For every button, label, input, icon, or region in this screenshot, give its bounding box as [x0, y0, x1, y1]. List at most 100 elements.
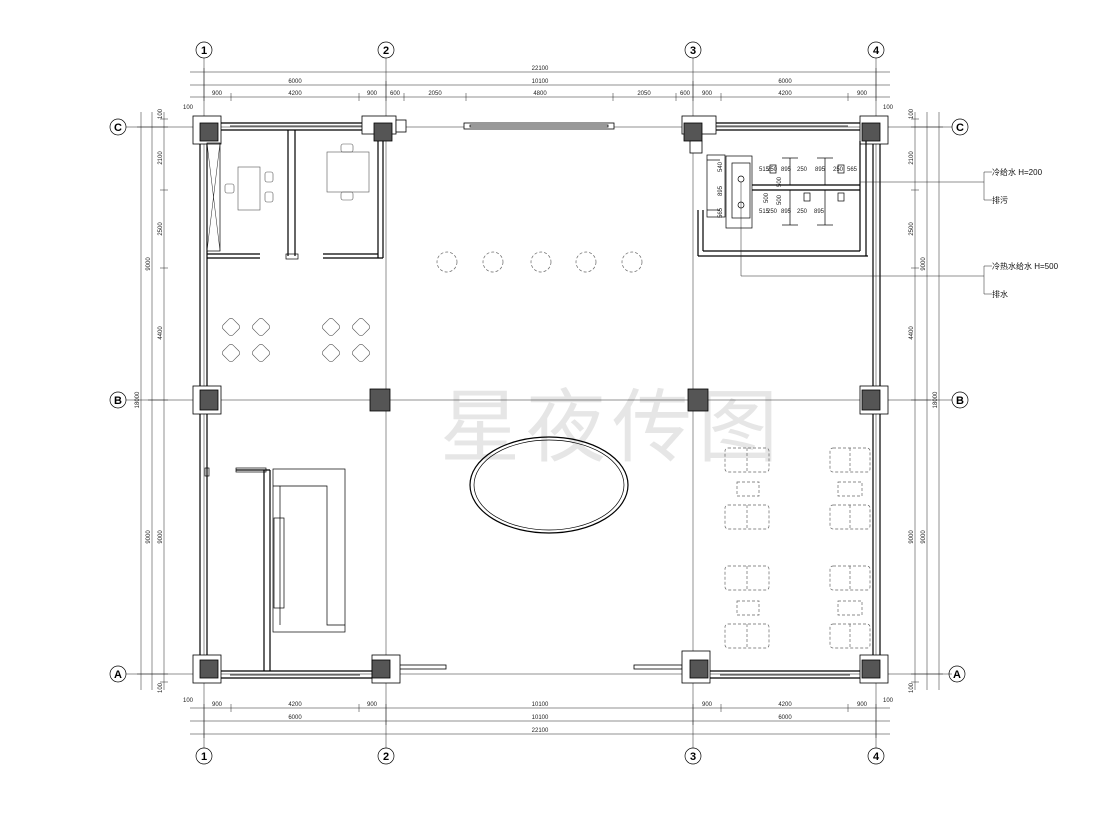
lounge-chairs [222, 318, 370, 362]
axis-2-top: 2 [383, 45, 389, 57]
svg-text:100: 100 [183, 698, 194, 704]
svg-text:100: 100 [883, 105, 894, 111]
dim-top-detail: 600 [680, 91, 691, 97]
axis-3-top: 3 [690, 45, 696, 57]
svg-text:895: 895 [814, 209, 825, 215]
svg-text:500: 500 [777, 176, 783, 187]
dim-left-detail: 2500 [158, 222, 164, 236]
dim-right-total: 18000 [933, 391, 939, 408]
svg-text:895: 895 [781, 209, 792, 215]
axis-c-right: C [956, 122, 964, 134]
note-drainage: 排水 [992, 289, 1008, 299]
sofa-groups [724, 447, 871, 649]
note-sewage: 排污 [992, 195, 1008, 205]
columns [192, 115, 889, 684]
axis-c-left: C [114, 122, 122, 134]
svg-text:100: 100 [883, 698, 894, 704]
dim-bottom-detail: 900 [857, 702, 868, 708]
axis-3-bottom: 3 [690, 751, 696, 763]
dim-top-detail: 2050 [637, 91, 651, 97]
svg-text:515: 515 [759, 167, 770, 173]
reception-counter [204, 467, 346, 671]
left-dimensions: 18000 9000 9000 100 2100 2500 4400 9000 … [135, 108, 168, 693]
axis-1-bottom: 1 [201, 751, 207, 763]
axis-a-right: A [953, 669, 961, 681]
dim-left-bay: 9000 [146, 257, 152, 271]
svg-text:565: 565 [847, 167, 858, 173]
dim-right-detail: 100 [909, 682, 915, 693]
axis-b-right: B [956, 395, 964, 407]
svg-text:895: 895 [815, 167, 826, 173]
axis-b-left: B [114, 395, 122, 407]
corner-offsets: 100 100 100 100 [183, 105, 894, 704]
dim-bottom-detail: 900 [212, 702, 223, 708]
axis-a-left: A [114, 669, 122, 681]
svg-text:100: 100 [183, 105, 194, 111]
svg-text:565: 565 [718, 207, 724, 218]
dim-bottom-total: 22100 [532, 728, 549, 734]
dim-left-total: 18000 [135, 391, 141, 408]
dim-right-bay: 9000 [921, 257, 927, 271]
axis-bubbles: 1 2 3 4 1 2 3 4 C B A C B A [109, 41, 969, 765]
office-rooms [206, 130, 384, 260]
svg-text:250: 250 [767, 167, 778, 173]
dim-bottom-bay-2: 10100 [532, 715, 549, 721]
ceiling-lights [436, 251, 643, 273]
dim-left-detail: 9000 [158, 530, 164, 544]
axis-4-top: 4 [873, 45, 880, 57]
dim-left-detail: 100 [158, 108, 164, 119]
washroom-block: 515 250 895 250 895 250 565 540 895 565 … [697, 141, 984, 277]
svg-text:895: 895 [781, 167, 792, 173]
right-dimensions: 18000 9000 9000 100 2100 2500 4400 9000 … [909, 108, 943, 693]
note-cold-water: 冷给水 H=200 [992, 167, 1043, 177]
dim-bottom-detail: 900 [367, 702, 378, 708]
axis-2-bottom: 2 [383, 751, 389, 763]
svg-text:500: 500 [764, 192, 770, 203]
dim-top-total: 22100 [532, 66, 549, 72]
dim-top-detail: 2050 [428, 91, 442, 97]
dim-bottom-detail: 4200 [778, 702, 792, 708]
dim-bottom-detail: 4200 [288, 702, 302, 708]
dim-right-detail: 2100 [909, 151, 915, 165]
dim-top-bay-2: 10100 [532, 79, 549, 85]
svg-text:500: 500 [777, 194, 783, 205]
svg-text:540: 540 [718, 161, 724, 172]
dim-left-bay: 9000 [146, 530, 152, 544]
dim-top-bay-3: 6000 [778, 79, 792, 85]
dim-bottom-detail: 900 [702, 702, 713, 708]
dim-top-bay-1: 6000 [288, 79, 302, 85]
dim-left-detail: 4400 [158, 326, 164, 340]
dim-right-detail: 9000 [909, 530, 915, 544]
top-dimensions: 22100 6000 10100 6000 900 4200 900 600 2… [190, 66, 890, 101]
svg-text:250: 250 [797, 167, 808, 173]
bottom-dimensions: 900 4200 900 10100 900 4200 900 6000 101… [190, 702, 890, 738]
dim-top-detail: 900 [212, 91, 223, 97]
svg-text:250: 250 [767, 209, 778, 215]
note-hot-cold-water: 冷热水给水 H=500 [992, 261, 1059, 271]
dim-left-detail: 100 [158, 682, 164, 693]
dim-left-detail: 2100 [158, 151, 164, 165]
central-oval [469, 436, 629, 534]
dim-right-detail: 2500 [909, 222, 915, 236]
pipe-notes: 冷给水 H=200 排污 冷热水给水 H=500 排水 [983, 167, 1059, 299]
svg-text:895: 895 [718, 185, 724, 196]
dim-top-detail: 900 [367, 91, 378, 97]
dim-bottom-detail: 10100 [532, 702, 549, 708]
dim-top-detail: 900 [857, 91, 868, 97]
dim-right-detail: 4400 [909, 326, 915, 340]
dim-bottom-bay-3: 6000 [778, 715, 792, 721]
dim-top-detail: 4200 [778, 91, 792, 97]
axis-4-bottom: 4 [873, 751, 880, 763]
dim-right-bay: 9000 [921, 530, 927, 544]
dim-top-detail: 600 [390, 91, 401, 97]
dim-top-detail: 4200 [288, 91, 302, 97]
svg-text:515: 515 [759, 209, 770, 215]
svg-text:250: 250 [797, 209, 808, 215]
dim-top-detail: 4800 [533, 91, 547, 97]
axis-1-top: 1 [201, 45, 207, 57]
dim-right-detail: 100 [909, 108, 915, 119]
svg-text:250: 250 [833, 167, 844, 173]
dim-bottom-bay-1: 6000 [288, 715, 302, 721]
watermark: 星夜传图 [440, 381, 784, 474]
